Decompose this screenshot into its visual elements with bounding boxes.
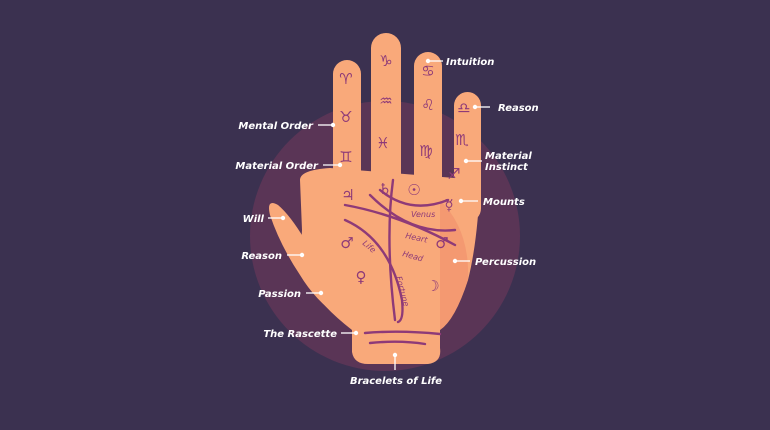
label-will: Will [243, 214, 265, 225]
libra-icon: ♎ [457, 99, 470, 117]
jupiter-icon: ♃ [341, 186, 354, 204]
aquarius-icon: ♒ [379, 92, 392, 110]
label-percussion: Percussion [475, 257, 536, 268]
venus-icon: ♀ [356, 268, 367, 286]
label-intuition: Intuition [446, 57, 494, 68]
virgo-icon: ♍ [419, 142, 432, 160]
label-passion: Passion [258, 289, 301, 300]
aries-icon: ♈ [339, 70, 352, 88]
mercury-icon: ☿ [444, 196, 453, 214]
capricorn-icon: ♑ [379, 52, 392, 70]
venus-line-label: Venus [411, 210, 435, 219]
palm-lines: Venus Heart Head Life Fortune [343, 178, 457, 346]
gemini-icon: ♊ [339, 148, 352, 166]
venus-line [378, 188, 450, 207]
label-reason-finger: Reason [498, 103, 539, 114]
pisces-icon: ♓ [376, 134, 389, 152]
mars-icon: ♂ [435, 234, 448, 252]
zodiac-symbols: ♈ ♉ ♊ ♑ ♒ ♓ ♋ ♌ ♍ ♎ ♏ ♐ ♃ ♄ ☉ ☿ ♂ ♂ ♀ ☽ [339, 52, 470, 295]
label-material-instinct: Material [485, 151, 532, 162]
cancer-icon: ♋ [421, 62, 434, 80]
label-rascette: The Rascette [263, 329, 337, 340]
label-mental-order: Mental Order [238, 121, 314, 132]
scorpio-icon: ♏ [455, 131, 469, 149]
taurus-icon: ♉ [339, 108, 352, 126]
mars-icon: ♂ [340, 234, 353, 252]
moon-icon: ☽ [426, 277, 439, 295]
label-material-instinct: Instinct [485, 162, 529, 173]
label-bracelets-of-life: Bracelets of Life [350, 376, 442, 387]
head-line [343, 203, 457, 247]
saturn-icon: ♄ [378, 180, 391, 198]
fortune-line [388, 178, 397, 322]
rascette-line [363, 330, 442, 336]
callouts: Intuition Reason Material Instinct Mount… [235, 57, 538, 387]
bracelet-line [368, 340, 427, 346]
label-mounts: Mounts [483, 197, 525, 208]
life-line [343, 218, 404, 324]
leo-icon: ♌ [421, 96, 434, 114]
sagittarius-icon: ♐ [447, 165, 460, 183]
label-material-order: Material Order [235, 161, 319, 172]
sun-icon: ☉ [407, 181, 420, 199]
label-reason-thumb: Reason [241, 251, 282, 262]
